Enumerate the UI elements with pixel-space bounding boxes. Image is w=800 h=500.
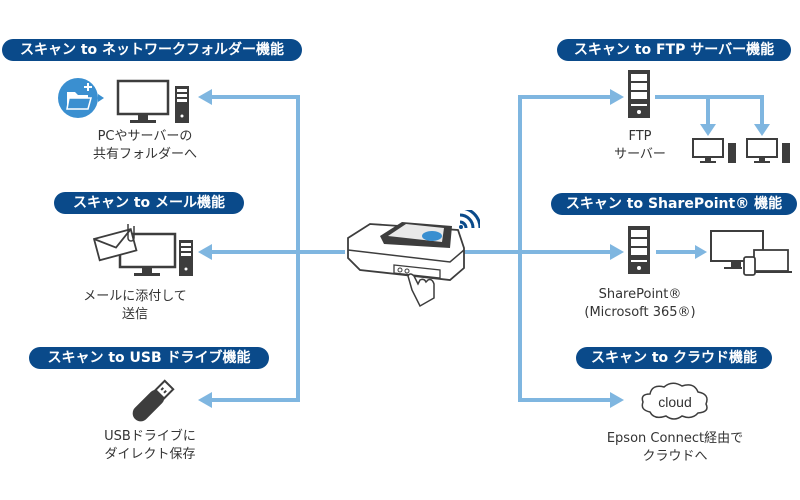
cloud-text: cloud (658, 394, 691, 410)
pill-cloud: スキャン to クラウド機能 (576, 347, 772, 369)
sharepoint-server-icon (628, 226, 650, 274)
wifi-icon (459, 210, 480, 229)
devices-icon (710, 230, 792, 276)
sharepoint-desc: SharePoint® (Microsoft 365®) (570, 286, 710, 322)
arrow-to-usb (210, 252, 300, 402)
ftp-server-icon (628, 70, 650, 118)
scanner-icon (347, 210, 480, 308)
usb-drive-icon (132, 379, 175, 422)
sharepoint-desc-line2: (Microsoft 365®) (584, 305, 696, 320)
arrow-to-network-folder (210, 95, 345, 254)
smartphone-icon (743, 256, 756, 276)
hand-icon (407, 273, 435, 308)
pill-usb: スキャン to USB ドライブ機能 (29, 347, 269, 369)
network-folder-desc-line2: 共有フォルダーへ (92, 147, 197, 162)
pill-ftp: スキャン to FTP サーバー機能 (557, 39, 791, 61)
ftp-branch-2 (655, 95, 764, 126)
paperclip-icon (127, 224, 135, 242)
network-folder-desc: PCやサーバーの 共有フォルダーへ (60, 128, 230, 164)
arrow-to-ftp (518, 95, 612, 252)
ftp-desc-line2: サーバー (614, 147, 666, 162)
sharepoint-desc-line1: SharePoint® (598, 287, 682, 302)
email-desc-line2: 送信 (121, 307, 148, 322)
network-folder-desc-line1: PCやサーバーの (97, 129, 193, 144)
pill-email: スキャン to メール機能 (54, 192, 244, 214)
email-computer-icon (92, 224, 193, 276)
pill-sharepoint: スキャン to SharePoint® 機能 (551, 193, 797, 215)
ftp-desc: FTP サーバー (590, 128, 690, 164)
cloud-desc: Epson Connect経由で クラウドへ (580, 430, 770, 466)
network-folder-icon (58, 78, 189, 123)
cloud-icon: cloud (641, 382, 708, 420)
pill-network-folder: スキャン to ネットワークフォルダー機能 (2, 39, 302, 61)
email-desc: メールに添付して 送信 (70, 288, 200, 324)
ftp-desc-line1: FTP (628, 129, 652, 144)
arrow-to-cloud (518, 252, 612, 402)
usb-desc-line1: USBドライブに (104, 429, 196, 444)
cloud-desc-line1: Epson Connect経由で (606, 431, 744, 446)
usb-desc-line2: ダイレクト保存 (104, 447, 196, 462)
email-desc-line1: メールに添付して (83, 289, 187, 304)
usb-desc: USBドライブに ダイレクト保存 (75, 428, 225, 464)
ftp-client-computers-icon (692, 138, 790, 163)
cloud-desc-line2: クラウドへ (642, 449, 708, 464)
